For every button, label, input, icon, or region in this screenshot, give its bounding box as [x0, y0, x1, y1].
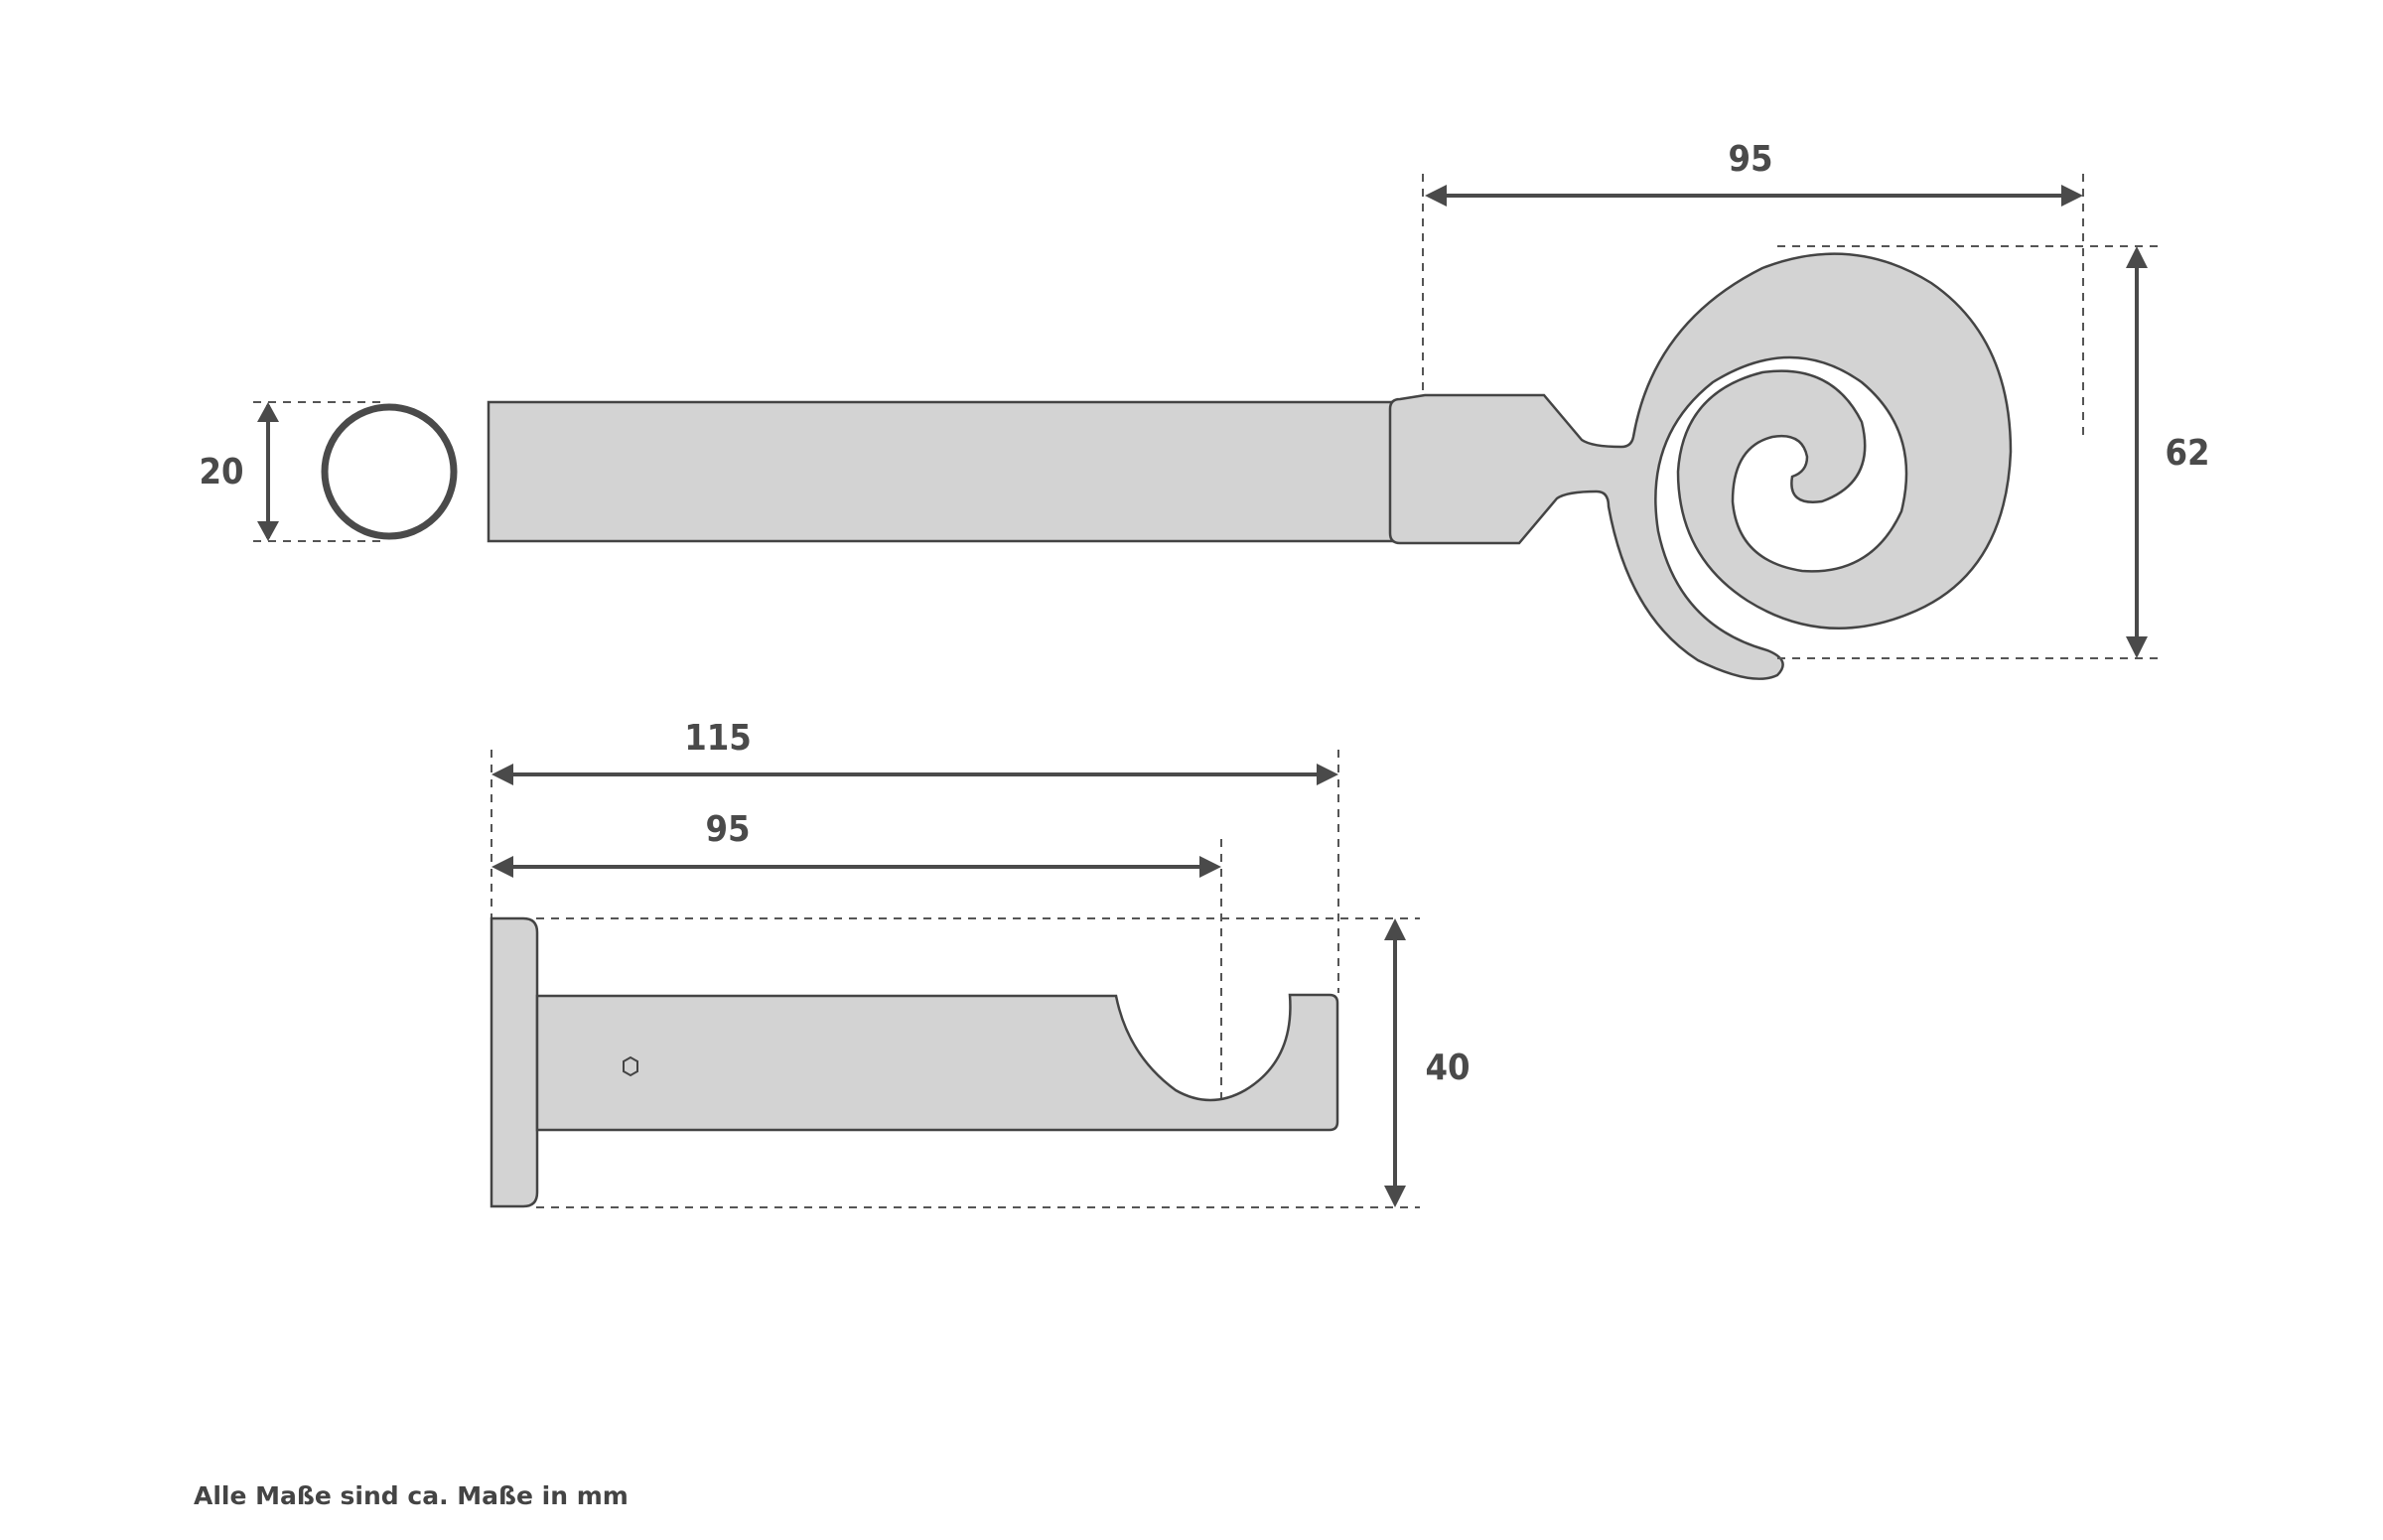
- finial-height-label: 62: [2165, 433, 2209, 474]
- bracket-arm: [535, 993, 1339, 1132]
- curtain-rod: [487, 400, 1427, 543]
- bracket-height-label: 40: [1425, 1048, 1470, 1088]
- wall-bracket: 115 95 40: [490, 718, 1471, 1208]
- rod-diameter-label: 20: [199, 452, 243, 492]
- bracket-wall-plate: [490, 916, 539, 1208]
- finial-length-label: 95: [1728, 139, 1772, 180]
- rod-circle-icon: [321, 403, 458, 540]
- spiral-finial: 95 62: [1388, 139, 2210, 680]
- bracket-rod-distance-label: 95: [705, 809, 750, 850]
- measurement-note: Alle Maße sind ca. Maße in mm: [194, 1481, 629, 1510]
- rod-cross-section: 20: [199, 401, 458, 542]
- hex-screw-icon: [623, 1055, 638, 1077]
- bracket-total-length-label: 115: [684, 718, 752, 759]
